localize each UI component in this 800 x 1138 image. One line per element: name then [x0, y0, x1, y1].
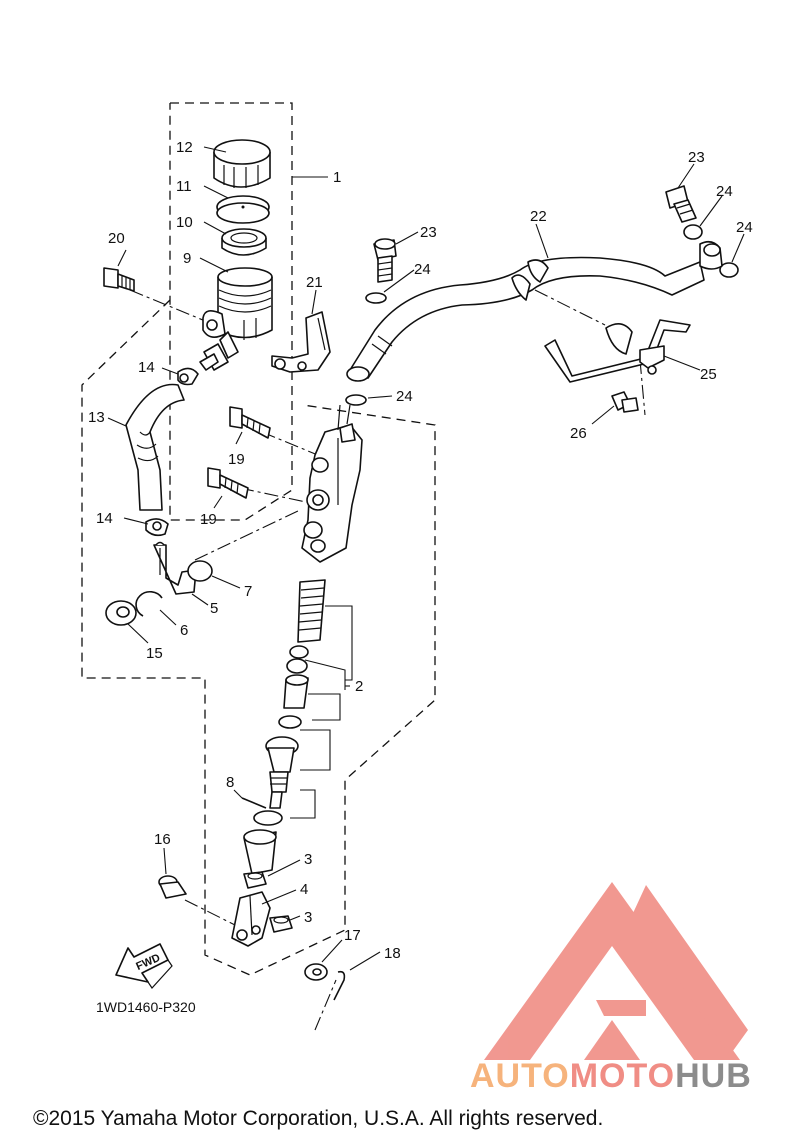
copper-washer-24c	[683, 224, 703, 240]
clevis-4	[231, 891, 271, 947]
hose-clip-upper	[177, 367, 199, 386]
o-ring-7	[187, 560, 213, 582]
callout-25: 25	[700, 366, 717, 383]
diaphragm-plate	[216, 195, 270, 224]
callout-5: 5	[210, 600, 218, 617]
circlip-6	[135, 590, 163, 617]
callout-24-upper: 24	[414, 261, 431, 278]
axis-line-pin-16	[184, 899, 236, 926]
callout-14-upper: 14	[138, 359, 155, 376]
callout-14-lower: 14	[96, 510, 113, 527]
cotter-pin-8	[241, 797, 267, 809]
callout-1: 1	[333, 169, 341, 186]
cotter-pin-18	[333, 970, 346, 1001]
callout-12: 12	[176, 139, 193, 156]
nut-3-lower	[269, 915, 293, 933]
callout-13: 13	[88, 409, 105, 426]
hose-joint	[153, 541, 197, 595]
diagram-code: 1WD1460-P320	[96, 999, 196, 1015]
wordmark-moto: MOTO	[570, 1057, 675, 1095]
callout-21: 21	[306, 274, 323, 291]
master-cylinder-group-outline	[81, 299, 436, 976]
callout-26: 26	[570, 425, 587, 442]
wordmark-hub: HUB	[675, 1057, 752, 1095]
callout-9: 9	[183, 250, 191, 267]
callout-24-right-a: 24	[716, 183, 733, 200]
diaphragm	[221, 228, 267, 256]
copper-washer-24b	[345, 394, 367, 406]
piston-kit	[243, 579, 326, 875]
callout-19-lower: 19	[200, 511, 217, 528]
callout-6: 6	[180, 622, 188, 639]
axis-line-pin-18	[314, 979, 337, 1031]
reservoir-tank	[202, 267, 273, 359]
callout-23-right: 23	[688, 149, 705, 166]
callout-18: 18	[384, 945, 401, 962]
callout-2: 2	[355, 678, 363, 695]
copper-washer-24d	[719, 262, 739, 278]
automotohub-logo	[484, 882, 748, 1060]
pin-16	[158, 875, 187, 899]
callout-24-right-b: 24	[736, 219, 753, 236]
reservoir-group-outline	[169, 102, 293, 521]
union-bolt-23-right	[665, 185, 697, 223]
fwd-arrow-icon: FWD	[115, 943, 173, 989]
hose-clamp-25	[544, 319, 691, 383]
callout-16: 16	[154, 831, 171, 848]
axis-line-hose-joint	[194, 509, 301, 561]
callout-11: 11	[176, 178, 192, 195]
bolt-26	[611, 391, 639, 413]
axis-line-bolt-26	[639, 359, 646, 416]
hose-clip-lower	[145, 518, 169, 537]
union-bolt-23-left	[373, 238, 397, 283]
wordmark-auto: AUTO	[470, 1057, 570, 1095]
callout-23-left: 23	[420, 224, 437, 241]
callout-22: 22	[530, 208, 547, 225]
reservoir-bracket	[271, 311, 331, 373]
svg-text:AUTOMOTOHUB: AUTOMOTOHUB	[470, 1057, 752, 1095]
callout-17: 17	[344, 927, 361, 944]
automotohub-wordmark: AUTOMOTOHUB	[470, 1057, 752, 1095]
callout-20: 20	[108, 230, 125, 247]
leader-lines	[107, 146, 745, 971]
callout-3-lower: 3	[304, 909, 312, 926]
callout-10: 10	[176, 214, 193, 231]
grommet-15	[105, 600, 137, 626]
nut-3-upper	[243, 871, 267, 889]
callout-7: 7	[244, 583, 252, 600]
callout-19-upper: 19	[228, 451, 245, 468]
callout-numbers: 1 2 3 3 4 5 6 7 8 9 10 11 12 13 14 14 15…	[88, 139, 753, 962]
brake-hose-22	[346, 240, 723, 382]
callout-8: 8	[226, 774, 234, 791]
callout-24-lower: 24	[396, 388, 413, 405]
reservoir-cap	[213, 139, 271, 188]
axis-line-bolt-19a	[261, 431, 326, 459]
bolt-19-upper	[229, 406, 271, 439]
copyright-notice: ©2015 Yamaha Motor Corporation, U.S.A. A…	[33, 1107, 603, 1130]
reservoir-outlet	[199, 343, 229, 371]
washer-17	[304, 963, 328, 981]
master-cylinder-body	[301, 404, 363, 563]
bolt-19-lower	[207, 467, 249, 499]
callout-3-upper: 3	[304, 851, 312, 868]
axis-line-clamp	[534, 289, 606, 326]
callout-15: 15	[146, 645, 163, 662]
axis-line-bolt-20	[129, 289, 216, 326]
copper-washer-24a	[365, 292, 387, 304]
callout-4: 4	[300, 881, 308, 898]
reservoir-hose	[125, 383, 185, 511]
screw-20	[103, 267, 135, 292]
